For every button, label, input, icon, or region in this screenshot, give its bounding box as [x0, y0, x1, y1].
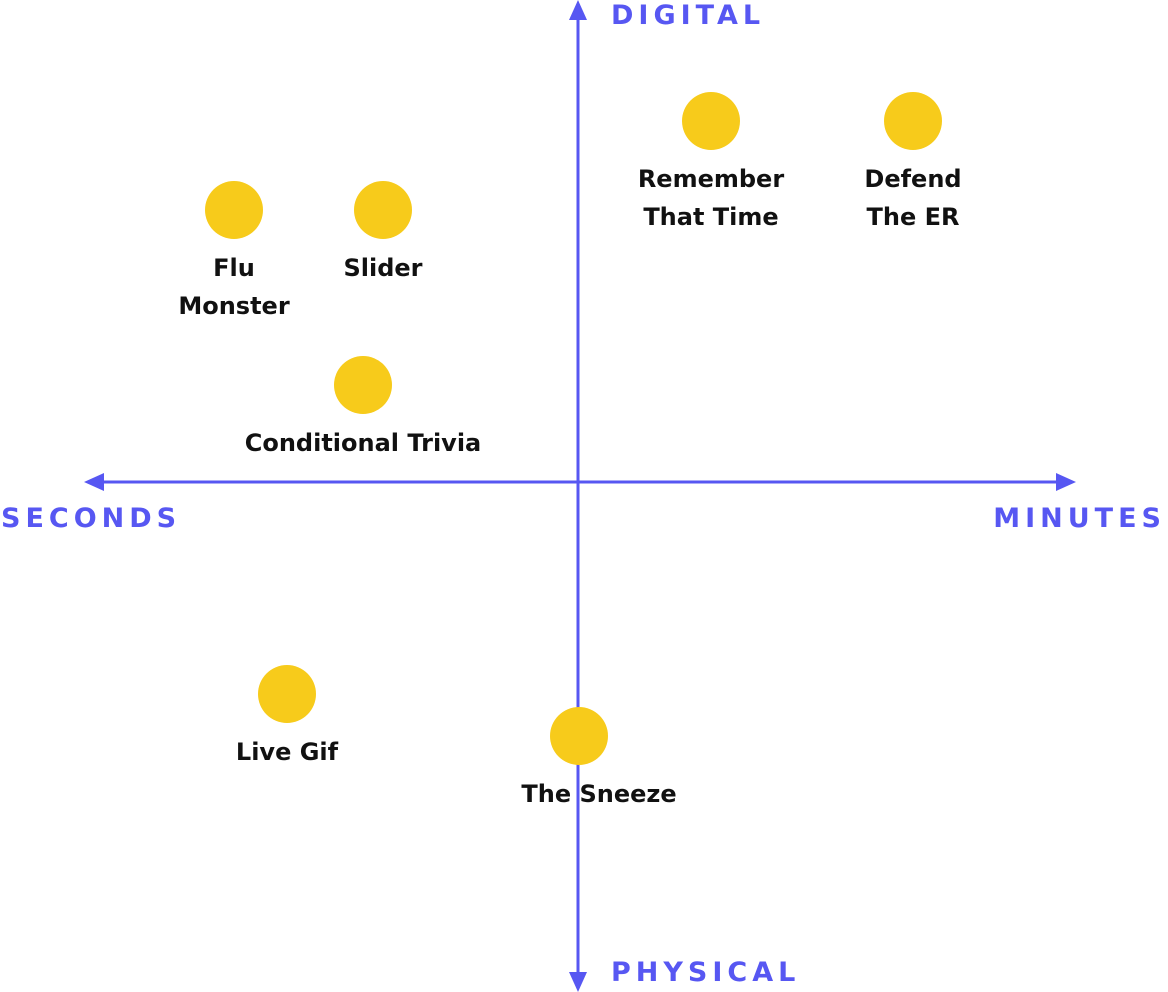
item-label: Conditional Trivia: [244, 429, 482, 457]
item-dot: [258, 665, 316, 723]
item-label: Live Gif: [235, 738, 339, 766]
item-dot: [334, 356, 392, 414]
axis-label-right: MINUTES: [993, 503, 1166, 534]
item-dot: [354, 181, 412, 239]
item-label: Slider: [343, 254, 423, 282]
arrow-down-icon: [569, 972, 587, 992]
axis-label-bottom: PHYSICAL: [611, 957, 801, 988]
axis-label-left: SECONDS: [1, 503, 182, 534]
arrow-up-icon: [569, 0, 587, 20]
arrow-right-icon: [1056, 473, 1076, 491]
arrow-left-icon: [84, 473, 104, 491]
item-dot: [550, 707, 608, 765]
item-dot: [205, 181, 263, 239]
item-dot: [884, 92, 942, 150]
axis-label-top: DIGITAL: [611, 0, 766, 31]
item-label: The Sneeze: [521, 780, 677, 808]
item-dot: [682, 92, 740, 150]
